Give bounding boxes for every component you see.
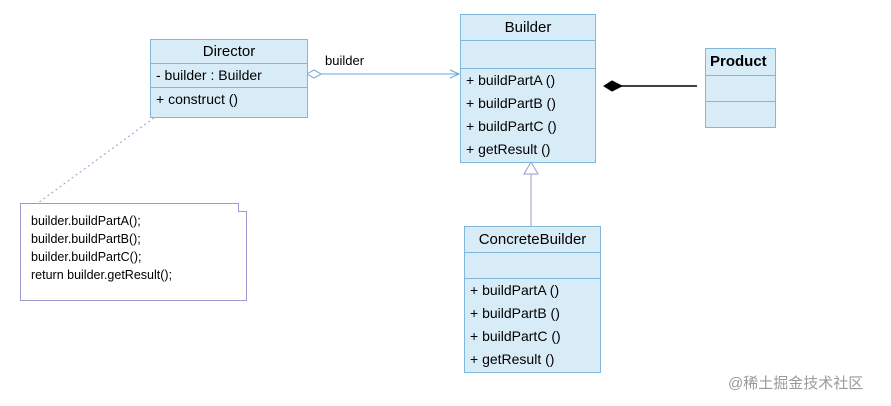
note-folded-corner: [238, 203, 247, 212]
association-label: builder: [325, 53, 365, 68]
builder-attributes: [461, 41, 595, 69]
note-line: builder.buildPartC();: [31, 250, 142, 264]
director-operations: + construct (): [151, 88, 307, 111]
concrete-builder-attributes: [465, 253, 600, 279]
director-operation: + construct (): [156, 91, 239, 107]
director-attribute: - builder : Builder: [156, 67, 262, 83]
watermark: @稀土掘金技术社区: [728, 375, 864, 392]
product-class-name: Product: [706, 49, 775, 76]
association-arrowhead: [449, 69, 461, 79]
builder-operation: + buildPartC (): [466, 118, 557, 134]
construct-note: builder.buildPartA(); builder.buildPartB…: [20, 203, 247, 301]
product-class: Product: [705, 48, 776, 128]
note-line: builder.buildPartB();: [31, 232, 141, 246]
note-line: return builder.getResult();: [31, 268, 173, 282]
concrete-builder-operations: + buildPartA () + buildPartB () + buildP…: [465, 279, 600, 371]
concrete-builder-operation: + buildPartB (): [470, 305, 560, 321]
builder-class-name: Builder: [461, 15, 595, 41]
builder-class: Builder + buildPartA () + buildPartB () …: [460, 14, 596, 163]
note-line: builder.buildPartA();: [31, 214, 141, 228]
director-attributes: - builder : Builder: [151, 64, 307, 88]
concrete-builder-operation: + buildPartA (): [470, 282, 560, 298]
concrete-builder-class: ConcreteBuilder + buildPartA () + buildP…: [464, 226, 601, 373]
builder-operations: + buildPartA () + buildPartB () + buildP…: [461, 69, 595, 161]
note-link-line: [37, 114, 159, 204]
builder-operation: + buildPartA (): [466, 72, 556, 88]
concrete-builder-class-name: ConcreteBuilder: [465, 227, 600, 253]
director-class-name: Director: [151, 40, 307, 64]
generalization-triangle: [523, 161, 539, 175]
concrete-builder-operation: + getResult (): [470, 351, 555, 367]
concrete-builder-operation: + buildPartC (): [470, 328, 561, 344]
director-class: Director - builder : Builder + construct…: [150, 39, 308, 118]
composition-diamond: [603, 80, 624, 92]
builder-operation: + getResult (): [466, 141, 551, 157]
product-attributes: [706, 76, 775, 102]
aggregation-diamond: [305, 69, 323, 79]
builder-operation: + buildPartB (): [466, 95, 556, 111]
